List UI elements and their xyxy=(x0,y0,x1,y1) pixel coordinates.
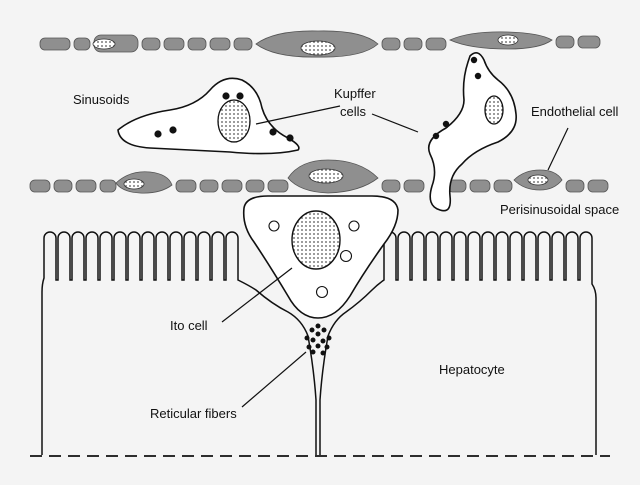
reticular-fibers xyxy=(304,323,332,356)
upper-endothelial-nuclei xyxy=(92,34,519,56)
hepatocyte-left xyxy=(41,231,317,455)
label-endothelial-cell: Endothelial cell xyxy=(531,104,619,119)
label-reticular-fibers: Reticular fibers xyxy=(150,406,237,421)
ito-cell xyxy=(242,195,399,319)
kupffer-cell-left xyxy=(117,77,300,155)
label-sinusoids: Sinusoids xyxy=(73,92,130,107)
label-kupffer-line2: cells xyxy=(340,104,367,119)
kupffer-cell-right xyxy=(427,52,517,212)
label-kupffer-line1: Kupffer xyxy=(334,86,376,101)
label-ito-cell: Ito cell xyxy=(170,318,208,333)
leader-lines xyxy=(221,105,569,408)
lower-endothelial-nuclei xyxy=(123,168,549,190)
label-perisinusoidal-space: Perisinusoidal space xyxy=(500,202,619,217)
label-hepatocyte: Hepatocyte xyxy=(439,362,505,377)
